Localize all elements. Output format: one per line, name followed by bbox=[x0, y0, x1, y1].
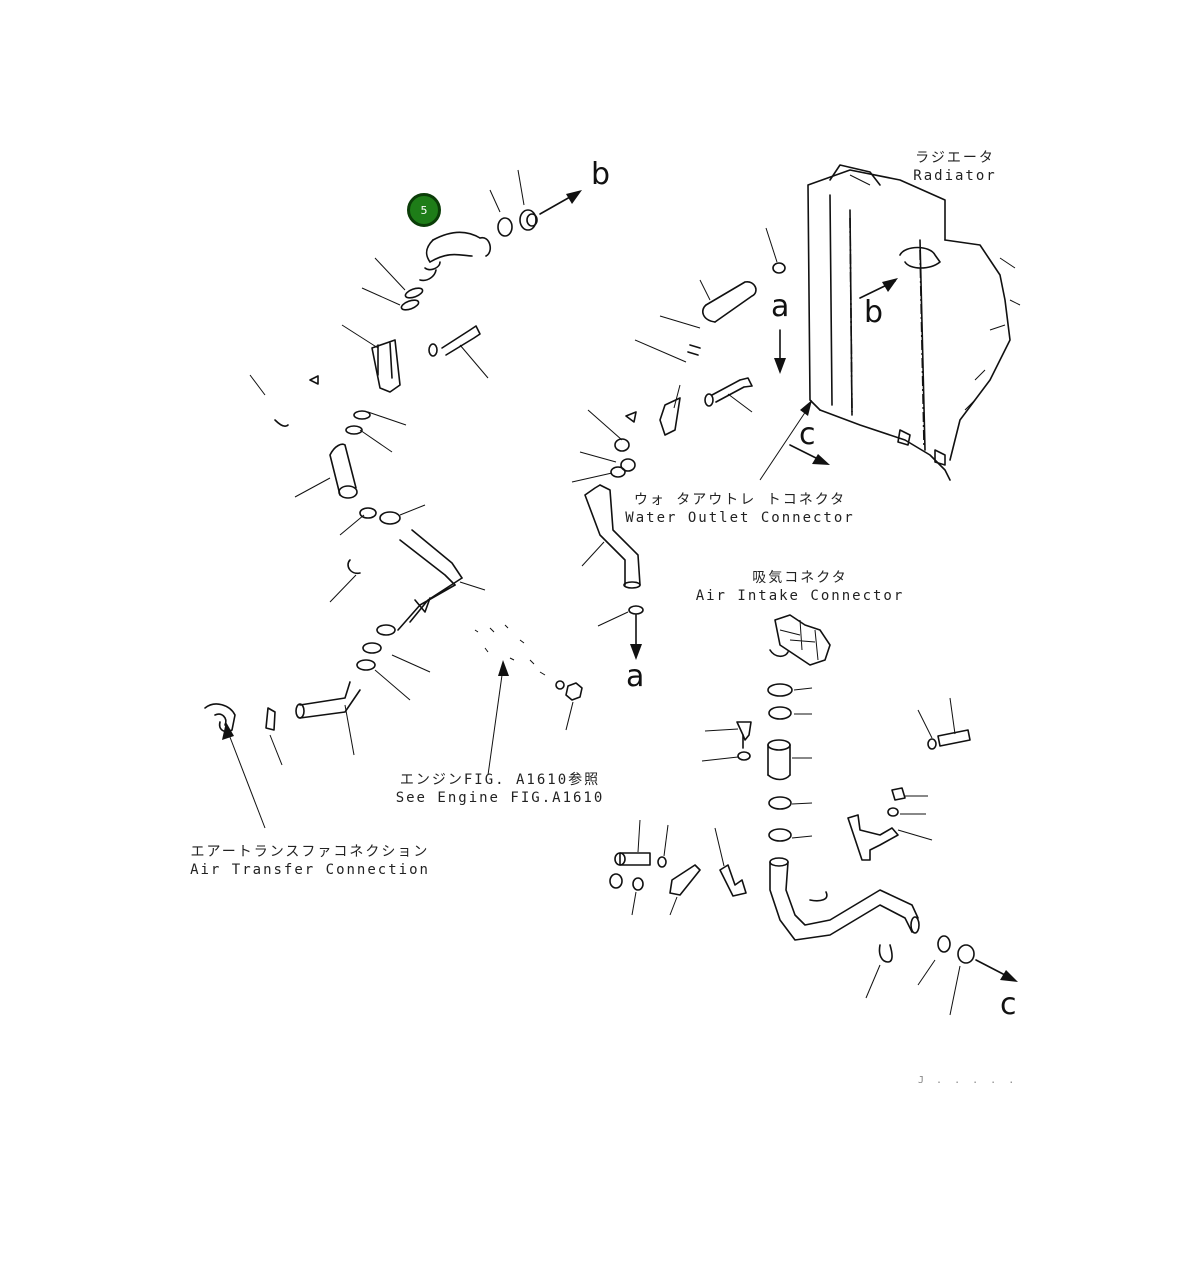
ref-letter-a-hose: a bbox=[626, 659, 645, 694]
ref-letter-c-radiator: c bbox=[799, 417, 816, 452]
radiator-outline bbox=[759, 164, 1021, 481]
engine-mount-area bbox=[474, 624, 583, 776]
air-transfer-label-en: Air Transfer Connection bbox=[190, 862, 430, 878]
radiator-label-en: Radiator bbox=[913, 168, 997, 184]
center-water-hose bbox=[571, 227, 786, 660]
air-intake-label-en: Air Intake Connector bbox=[695, 588, 905, 604]
air-intake-assembly bbox=[609, 614, 1018, 1016]
ref-letter-b-upper: b bbox=[591, 157, 611, 192]
water-outlet-label-en: Water Outlet Connector bbox=[625, 510, 855, 526]
middle-left-long-hose bbox=[204, 529, 486, 829]
engine-ref-label-jp: エンジンFIG. A1610参照 bbox=[399, 772, 601, 788]
water-outlet-label-jp: ウォ タアウトレ トコネクタ bbox=[633, 492, 847, 508]
drawing-id: J . . . . . bbox=[918, 1075, 1018, 1086]
ref-letter-a-radiator: a bbox=[771, 289, 790, 324]
callout-5[interactable]: 5 bbox=[407, 193, 441, 227]
upper-left-hose-assembly bbox=[249, 169, 582, 536]
engine-ref-label-en: See Engine FIG.A1610 bbox=[395, 790, 605, 806]
ref-letter-b-radiator: b bbox=[864, 295, 884, 330]
air-intake-label-jp: 吸気コネクタ bbox=[752, 570, 848, 586]
ref-letter-c-intake: c bbox=[1000, 987, 1017, 1022]
radiator-label-jp: ラジエータ bbox=[915, 150, 995, 166]
air-transfer-label-jp: エアートランスファコネクション bbox=[190, 844, 430, 860]
